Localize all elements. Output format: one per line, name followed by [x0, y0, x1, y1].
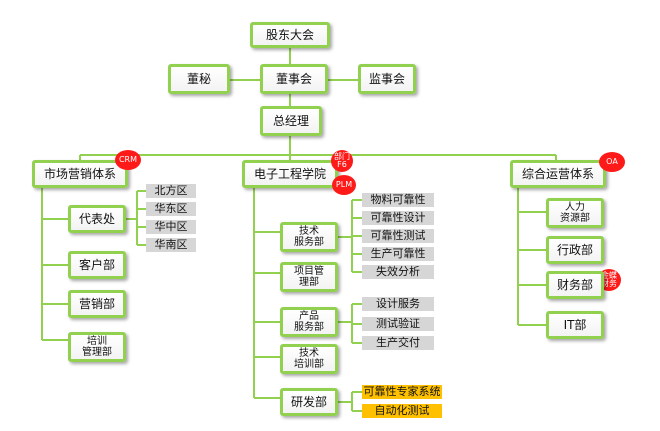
- node-board: 董事会: [260, 64, 328, 94]
- tech-service-item: 物料可靠性: [362, 193, 434, 207]
- product-service-item: 生产交付: [362, 336, 434, 350]
- badge-dept-f6: 部门 F6: [331, 150, 353, 172]
- node-tech-service: 技术 服务部: [280, 222, 338, 252]
- node-tech-training: 技术 培训部: [280, 344, 338, 374]
- node-rep-office: 代表处: [68, 205, 126, 233]
- tech-service-item: 生产可靠性: [362, 247, 434, 261]
- node-engineering: 电子工程学院: [242, 160, 338, 188]
- node-sales-dept: 营销部: [68, 290, 126, 318]
- node-operations: 综合运营体系: [510, 160, 606, 188]
- product-service-item: 测试验证: [362, 317, 434, 331]
- node-supervisors: 监事会: [358, 64, 416, 94]
- node-finance: 财务部: [546, 271, 604, 299]
- node-product-service: 产品 服务部: [280, 307, 338, 337]
- node-marketing: 市场营销体系: [32, 160, 128, 188]
- node-training-mgmt: 培训 管理部: [68, 332, 126, 362]
- tech-service-item: 失效分析: [362, 265, 434, 279]
- region-tag: 华中区: [146, 220, 196, 234]
- node-project-mgmt: 项目管 理部: [280, 262, 338, 292]
- node-admin: 行政部: [546, 236, 604, 264]
- rnd-item: 可靠性专家系统: [362, 385, 442, 399]
- node-gm: 总经理: [260, 106, 322, 136]
- node-it: IT部: [546, 311, 604, 339]
- badge-oa: OA: [599, 152, 625, 172]
- region-tag: 华东区: [146, 202, 196, 216]
- badge-plm: PLM: [332, 175, 356, 195]
- tech-service-item: 可靠性测试: [362, 229, 434, 243]
- badge-crm: CRM: [115, 150, 141, 170]
- node-rnd: 研发部: [280, 388, 338, 416]
- rnd-item: 自动化测试: [362, 404, 442, 418]
- region-tag: 华南区: [146, 238, 196, 252]
- node-customer-dept: 客户部: [68, 251, 126, 279]
- tech-service-item: 可靠性设计: [362, 211, 434, 225]
- node-hr: 人力 资源部: [546, 198, 604, 228]
- product-service-item: 设计服务: [362, 297, 434, 311]
- node-secretary: 董秘: [168, 64, 230, 94]
- node-shareholders: 股东大会: [250, 22, 330, 48]
- region-tag: 北方区: [146, 184, 196, 198]
